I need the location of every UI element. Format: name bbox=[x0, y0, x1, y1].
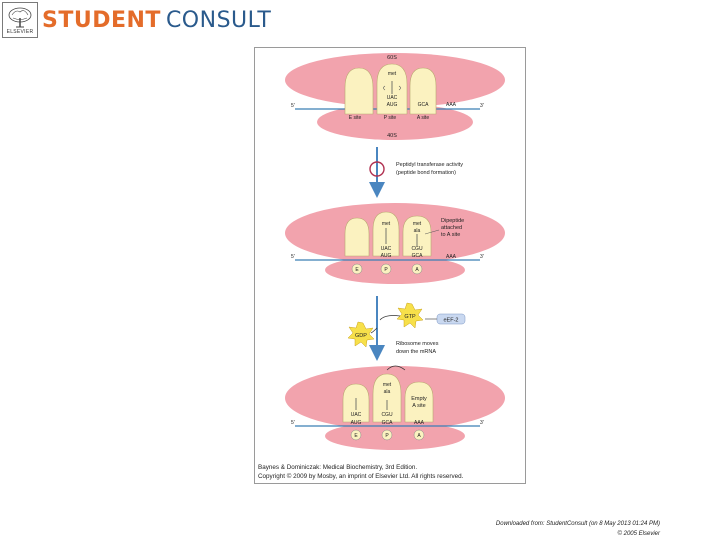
stage3-amino-met: met bbox=[383, 382, 392, 388]
download-footer: Downloaded from: StudentConsult (on 8 Ma… bbox=[496, 519, 660, 539]
brand-logo: STUDENT CONSULT bbox=[42, 4, 271, 36]
small-subunit-3 bbox=[325, 422, 465, 450]
poly-a: AAA bbox=[446, 102, 457, 108]
callout-line1: Dipeptide bbox=[441, 218, 464, 224]
five-prime-3: 5' bbox=[291, 420, 295, 426]
translation-diagram: 60S met UAC AUG GCA AAA 5' 3' E site P s… bbox=[254, 47, 526, 484]
trna1-amino: met bbox=[382, 221, 391, 227]
empty-line2: A site bbox=[412, 403, 425, 409]
footer-downloaded: Downloaded from: StudentConsult (on 8 Ma… bbox=[495, 521, 660, 527]
step-1: Peptidyl transferase activity (peptide b… bbox=[369, 147, 463, 198]
poly-a-3: AAA bbox=[414, 420, 425, 426]
credit-line1: Baynes & Dominiczak: Medical Biochemistr… bbox=[258, 464, 417, 471]
anticodon-cgu-2: CGU bbox=[411, 246, 423, 252]
three-prime-2: 3' bbox=[480, 254, 484, 260]
e-site-label: E site bbox=[349, 115, 362, 121]
p-site-trna-3 bbox=[372, 373, 402, 423]
trna2-amino-ala: ala bbox=[414, 228, 421, 234]
a-site-lobe bbox=[409, 67, 437, 115]
anticodon-uac-3: UAC bbox=[351, 412, 362, 418]
codon-gca: GCA bbox=[418, 102, 430, 108]
stage-3: met ala UAC CGU AUG GCA AAA Empty A site… bbox=[285, 365, 505, 450]
anticodon-uac: UAC bbox=[387, 95, 398, 101]
brand-consult: CONSULT bbox=[165, 7, 272, 33]
callout-line3: to A site bbox=[441, 232, 460, 238]
label-60s: 60S bbox=[387, 55, 397, 61]
gtp-starburst bbox=[396, 302, 424, 329]
anticodon-cgu-3: CGU bbox=[381, 412, 393, 418]
trna2-amino-met: met bbox=[413, 221, 422, 227]
empty-line1: Empty bbox=[411, 396, 427, 402]
brand-student: STUDENT bbox=[42, 7, 161, 33]
step-1-line2: (peptide bond formation) bbox=[396, 170, 456, 176]
label-40s: 40S bbox=[387, 133, 397, 139]
credit-line2: Copyright © 2009 by Mosby, an imprint of… bbox=[258, 472, 464, 480]
stage-2: met met ala UAC CGU AUG GCA AAA Dipeptid… bbox=[285, 203, 505, 284]
a-marker-2: A bbox=[415, 267, 419, 273]
codon-aug-3: AUG bbox=[351, 420, 362, 426]
eef2-label: eEF-2 bbox=[444, 318, 459, 324]
a-site-label: A site bbox=[417, 115, 429, 121]
e-site-lobe-2 bbox=[344, 217, 370, 257]
p-site-label: P site bbox=[384, 115, 397, 121]
elsevier-logo: ELSEVIER bbox=[2, 2, 38, 38]
move-line2: down the mRNA bbox=[396, 349, 436, 355]
gtp-label: GTP bbox=[404, 314, 416, 320]
callout-line2: attached bbox=[441, 225, 462, 231]
five-prime-2: 5' bbox=[291, 254, 295, 260]
codon-aug-2: AUG bbox=[381, 253, 392, 259]
publisher-name: ELSEVIER bbox=[6, 29, 34, 35]
three-prime: 3' bbox=[480, 103, 484, 109]
gdp-starburst bbox=[347, 321, 375, 348]
e-site-lobe bbox=[344, 67, 374, 115]
trna-amino-met: met bbox=[388, 71, 397, 77]
e-marker-3: E bbox=[354, 433, 358, 439]
step-1-line1: Peptidyl transferase activity bbox=[396, 162, 463, 168]
gdp-label: GDP bbox=[355, 333, 367, 339]
stage3-amino-ala: ala bbox=[384, 389, 391, 395]
a-marker-3: A bbox=[417, 433, 421, 439]
codon-aug: AUG bbox=[387, 102, 398, 108]
e-marker-2: E bbox=[355, 267, 359, 273]
p-marker-2: P bbox=[384, 267, 388, 273]
p-marker-3: P bbox=[385, 433, 389, 439]
poly-a-2: AAA bbox=[446, 254, 457, 260]
five-prime: 5' bbox=[291, 103, 295, 109]
codon-gca-3: GCA bbox=[382, 420, 394, 426]
anticodon-uac-2: UAC bbox=[381, 246, 392, 252]
a-site-empty-3 bbox=[404, 381, 434, 423]
three-prime-3: 3' bbox=[480, 420, 484, 426]
step-2: GTP GDP eEF-2 Ribosome moves down the mR… bbox=[347, 296, 466, 361]
tree-icon bbox=[8, 7, 32, 28]
stage-1: 60S met UAC AUG GCA AAA 5' 3' E site P s… bbox=[285, 53, 505, 140]
codon-gca-2: GCA bbox=[412, 253, 424, 259]
small-subunit-2 bbox=[325, 256, 465, 284]
peptidyl-transferase-icon bbox=[369, 161, 385, 177]
footer-copyright: © 2005 Elsevier bbox=[617, 531, 660, 537]
move-line1: Ribosome moves bbox=[396, 341, 439, 347]
